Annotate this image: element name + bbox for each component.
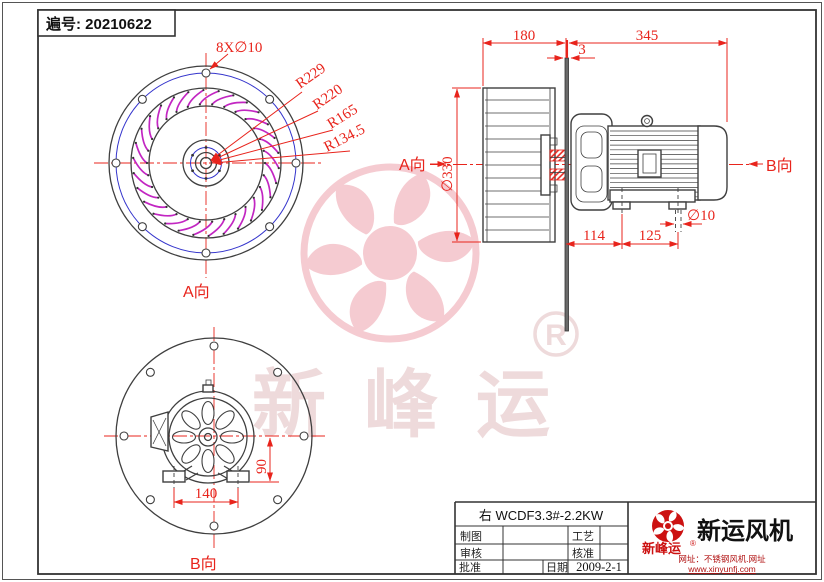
dim-125: 125 [639, 228, 662, 244]
mounting-plate [564, 57, 569, 332]
brand-reg-mark: ® [690, 539, 696, 548]
dim-114: 114 [583, 228, 605, 244]
motor-foot-left [612, 201, 631, 210]
doc-number-box [37, 9, 176, 37]
watermark-registered-mark: R [533, 311, 579, 357]
lifting-eye [640, 114, 654, 128]
cell-date-label: 日期 [546, 561, 568, 574]
fan-cover [168, 397, 248, 477]
motor-foot-right [668, 201, 687, 210]
motor-baseplate [609, 189, 696, 203]
drum-blade-lines [485, 99, 549, 231]
dim-bolt-holes: 8X∅10 [216, 40, 262, 56]
cell-drafted: 制图 [460, 530, 482, 543]
hub-flange [540, 134, 551, 196]
cell-process: 工艺 [572, 530, 594, 543]
cell-approved: 批准 [459, 560, 481, 574]
dim-r229: R229 [293, 61, 329, 93]
rear-bolt-holes [119, 341, 309, 531]
dim-3: 3 [578, 42, 586, 58]
rear-view-label: B向 [190, 555, 217, 573]
motor-bracket [570, 113, 613, 211]
title-block: 右 WCDF3.3#-2.2KW 制图 工艺 审核 核准 批准 日期 2009-… [454, 501, 816, 574]
cell-ratified: 核准 [572, 546, 594, 560]
fan-cover-openings [171, 400, 245, 474]
rear-plate-circle [115, 337, 313, 535]
brand-site-line2: www.xinyunfj.com [687, 564, 756, 574]
front-outer-circle [108, 65, 304, 261]
watermark-reg-letter: R [545, 319, 567, 352]
dim-140: 140 [195, 486, 218, 502]
side-view: 180 345 3 ∅330 114 125 ∅10 A向 B向 [399, 28, 793, 332]
terminal-box-side [637, 149, 662, 178]
fan-blade-ring [132, 88, 280, 238]
motor-end-cap [697, 125, 728, 201]
dim-d330: ∅330 [440, 156, 456, 192]
front-view-label: A向 [183, 283, 210, 301]
side-view-label-b: B向 [766, 157, 793, 175]
cell-checked: 审核 [460, 546, 482, 560]
brand-name: 新运风机 [697, 517, 793, 545]
rear-top-tab [202, 384, 214, 393]
brand-logo [652, 510, 685, 543]
dim-90: 90 [254, 459, 270, 474]
side-view-label-a: A向 [399, 156, 426, 174]
dim-345: 345 [636, 28, 659, 44]
rear-view: 140 90 B向 [104, 327, 326, 573]
motor-rear-body [161, 390, 255, 484]
cell-date-value: 2009-2-1 [576, 560, 622, 574]
dim-180: 180 [513, 28, 536, 44]
brand-script: 新峰运 [642, 541, 681, 556]
watermark-layer: R 新峰运 [252, 163, 579, 446]
brand-fan-icon [653, 511, 685, 543]
hub-bolt-dots [191, 146, 221, 180]
watermark-flower-petals [304, 173, 476, 333]
watermark-flower-logo [300, 163, 480, 343]
model-designation: 右 WCDF3.3#-2.2KW [479, 508, 604, 523]
brand-site-line1: 网址：不锈钢风机.网址 [678, 554, 766, 564]
doc-number: 遍号: 20210622 [45, 15, 152, 33]
dim-d10: ∅10 [687, 208, 715, 224]
front-bolt-holes [111, 68, 301, 258]
